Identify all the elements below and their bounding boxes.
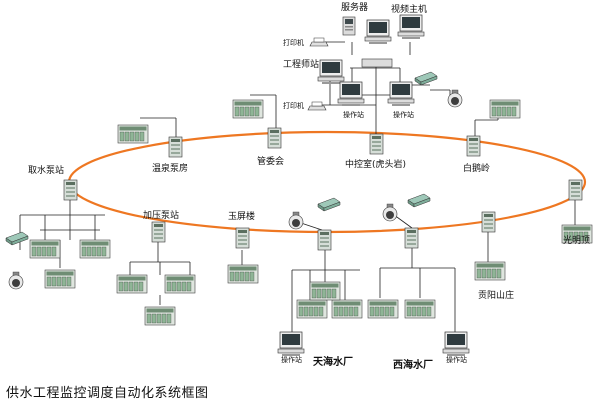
rack-booster-3 xyxy=(144,306,176,326)
rack-wenquan xyxy=(117,124,149,144)
label-tianhai: 天海水厂 xyxy=(313,355,353,368)
label-booster: 加压泵站 xyxy=(143,209,179,221)
switch-booster xyxy=(151,221,166,243)
label-server: 服务器 xyxy=(341,1,368,13)
label-intake: 取水泵站 xyxy=(28,164,64,176)
rack-ziyang xyxy=(474,261,506,281)
wireless-bridge-tianhai-icon xyxy=(317,197,341,212)
operator-station-1-icon xyxy=(337,81,365,107)
core-switch-icon xyxy=(361,58,393,68)
label-ziyang: 贡阳山庄 xyxy=(478,289,514,301)
wireless-bridge-xihai-icon xyxy=(407,193,431,208)
label-op4: 操作站 xyxy=(446,355,467,364)
label-video-host: 视频主机 xyxy=(391,3,427,15)
label-engineer: 工程师站 xyxy=(283,58,319,70)
rack-yuping xyxy=(227,264,259,284)
label-op2: 操作站 xyxy=(393,110,414,119)
switch-guangming xyxy=(568,179,583,201)
server-icon xyxy=(342,16,356,36)
rack-booster-2 xyxy=(164,274,196,294)
operator-station-xihai-icon xyxy=(442,331,470,357)
label-op1: 操作站 xyxy=(343,110,364,119)
switch-ziyang xyxy=(481,211,496,233)
label-yuping: 玉屏楼 xyxy=(228,210,255,222)
server-monitor-icon xyxy=(364,19,392,45)
rack-xihai-1 xyxy=(367,299,399,319)
switch-tianhai xyxy=(317,229,332,251)
rack-tianhai-2 xyxy=(331,299,363,319)
switch-bailing xyxy=(466,135,481,157)
rack-guanweihui xyxy=(232,99,264,119)
operator-station-tianhai-icon xyxy=(277,331,305,357)
rack-bailing xyxy=(489,99,521,119)
wireless-bridge-top-icon xyxy=(414,71,438,86)
switch-intake xyxy=(63,179,78,201)
label-printer1: 打印机 xyxy=(283,38,304,47)
camera-xihai-icon xyxy=(382,203,398,222)
printer2-icon xyxy=(307,101,327,111)
rack-intake-3 xyxy=(44,269,76,289)
rack-tianhai-3 xyxy=(309,281,341,301)
label-xihai: 西海水厂 xyxy=(393,358,433,371)
switch-wenquan xyxy=(168,136,183,158)
rack-tianhai-1 xyxy=(296,299,328,319)
label-guangming: 光明顶 xyxy=(563,234,590,246)
switch-yuping xyxy=(235,227,250,249)
wireless-bridge-intake-icon xyxy=(5,231,29,246)
switch-guanweihui xyxy=(267,127,282,149)
label-wenquan: 温泉泵房 xyxy=(152,162,188,174)
label-control-room: 中控室(虎头岩) xyxy=(345,158,406,170)
rack-intake-1 xyxy=(29,239,61,259)
label-printer2: 打印机 xyxy=(283,101,304,110)
label-op3: 操作站 xyxy=(281,355,302,364)
network-diagram: 服务器 视频主机 打印机 工程师站 打印机 操作站 操作站 xyxy=(5,1,593,371)
rack-xihai-2 xyxy=(404,299,436,319)
camera-intake-icon xyxy=(8,271,24,290)
rack-intake-2 xyxy=(79,239,111,259)
switch-control-room xyxy=(369,133,384,155)
label-guanweihui: 管委会 xyxy=(257,155,284,167)
rack-booster-1 xyxy=(116,274,148,294)
camera-tianhai-icon xyxy=(288,211,304,230)
printer-icon xyxy=(309,37,329,47)
operator-station-2-icon xyxy=(387,81,415,107)
switch-xihai xyxy=(404,227,419,249)
diagram-caption: 供水工程监控调度自动化系统框图 xyxy=(6,386,209,401)
video-host-icon xyxy=(397,14,425,40)
engineer-station-icon xyxy=(317,59,345,85)
label-bailing: 白鹅岭 xyxy=(463,162,490,174)
control-room-cluster xyxy=(320,41,451,130)
